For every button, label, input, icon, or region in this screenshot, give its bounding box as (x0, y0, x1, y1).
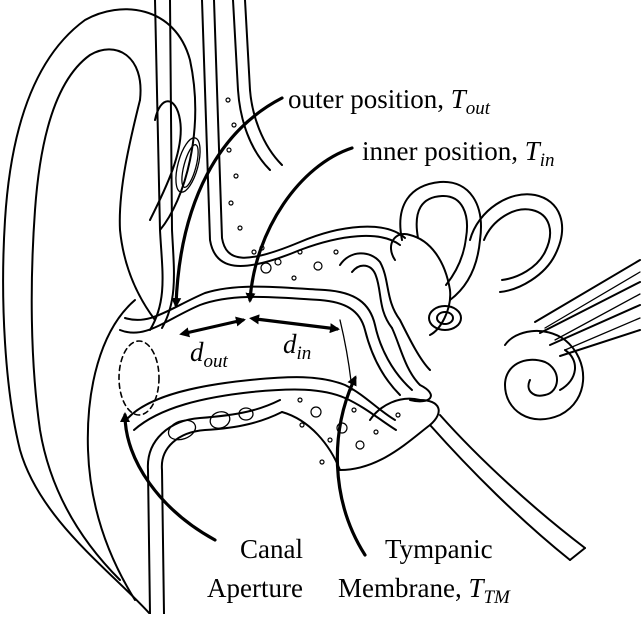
concha-outline (88, 300, 135, 600)
tympanic-membrane (340, 320, 352, 390)
annotation-arrows (125, 98, 365, 555)
canal-aperture-ellipse (119, 341, 159, 415)
inner-position-label: inner position, Tin (362, 136, 555, 171)
canal-aperture-label-line1: Canal (240, 534, 303, 564)
cochlea (505, 331, 583, 419)
canal-aperture-arrow (125, 415, 215, 540)
pinna-helix-inner (32, 49, 141, 580)
semicircular-canals (391, 182, 562, 335)
tympanic-membrane-label-line2: Membrane, TTM (338, 573, 511, 608)
canal-lower-wall (128, 377, 395, 420)
text-labels: outer position, Tout inner position, Tin… (190, 84, 555, 608)
canal-aperture-label-line2: Aperture (207, 573, 303, 603)
d-in-label: din (283, 329, 311, 364)
tympanic-membrane-label-line1: Tympanic (385, 534, 493, 564)
d-out-label: dout (190, 337, 229, 372)
auditory-nerve (535, 260, 640, 356)
d-out-double-arrow (186, 320, 243, 333)
antihelix-fold (120, 100, 155, 320)
outer-position-label: outer position, Tout (288, 84, 491, 119)
ear-canal (120, 287, 412, 430)
canal-upper-wall (120, 297, 400, 395)
d-in-double-arrow (256, 319, 337, 329)
inner-position-arrow (250, 148, 352, 300)
